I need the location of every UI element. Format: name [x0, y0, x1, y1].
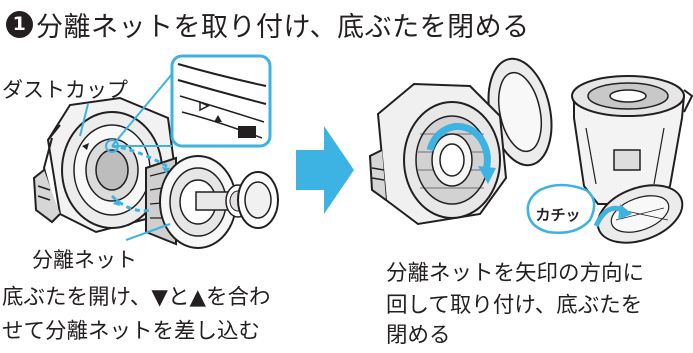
- caption-right-line2: 回して取り付け、底ぶたを: [386, 293, 643, 318]
- separation-net-left: [145, 155, 279, 249]
- caption-right-line3: 閉める: [386, 323, 451, 348]
- step-title-text: 分離ネットを取り付け、底ぶたを閉める: [36, 11, 530, 43]
- caption-left-line1: 底ぶたを開け、▼と▲を合わ: [2, 285, 271, 310]
- caption-right-line1: 分離ネットを矢印の方向に: [386, 261, 645, 286]
- next-step-arrow: [296, 126, 354, 214]
- caption-left-line2: せて分離ネットを差し込む: [2, 319, 261, 344]
- step-title: 1 分離ネットを取り付け、底ぶたを閉める: [6, 4, 530, 44]
- step-number-badge: 1: [6, 10, 33, 38]
- separation-net-label: 分離ネット: [32, 248, 137, 272]
- click-sound-bubble: [526, 183, 596, 234]
- dust-cup-label: ダストカップ: [2, 78, 128, 102]
- dust-cup-left-illustration: [32, 96, 178, 234]
- click-sound-label: カチッ: [535, 206, 581, 224]
- zoom-inset: [170, 54, 272, 148]
- dust-cup-right-illustration: [571, 75, 693, 244]
